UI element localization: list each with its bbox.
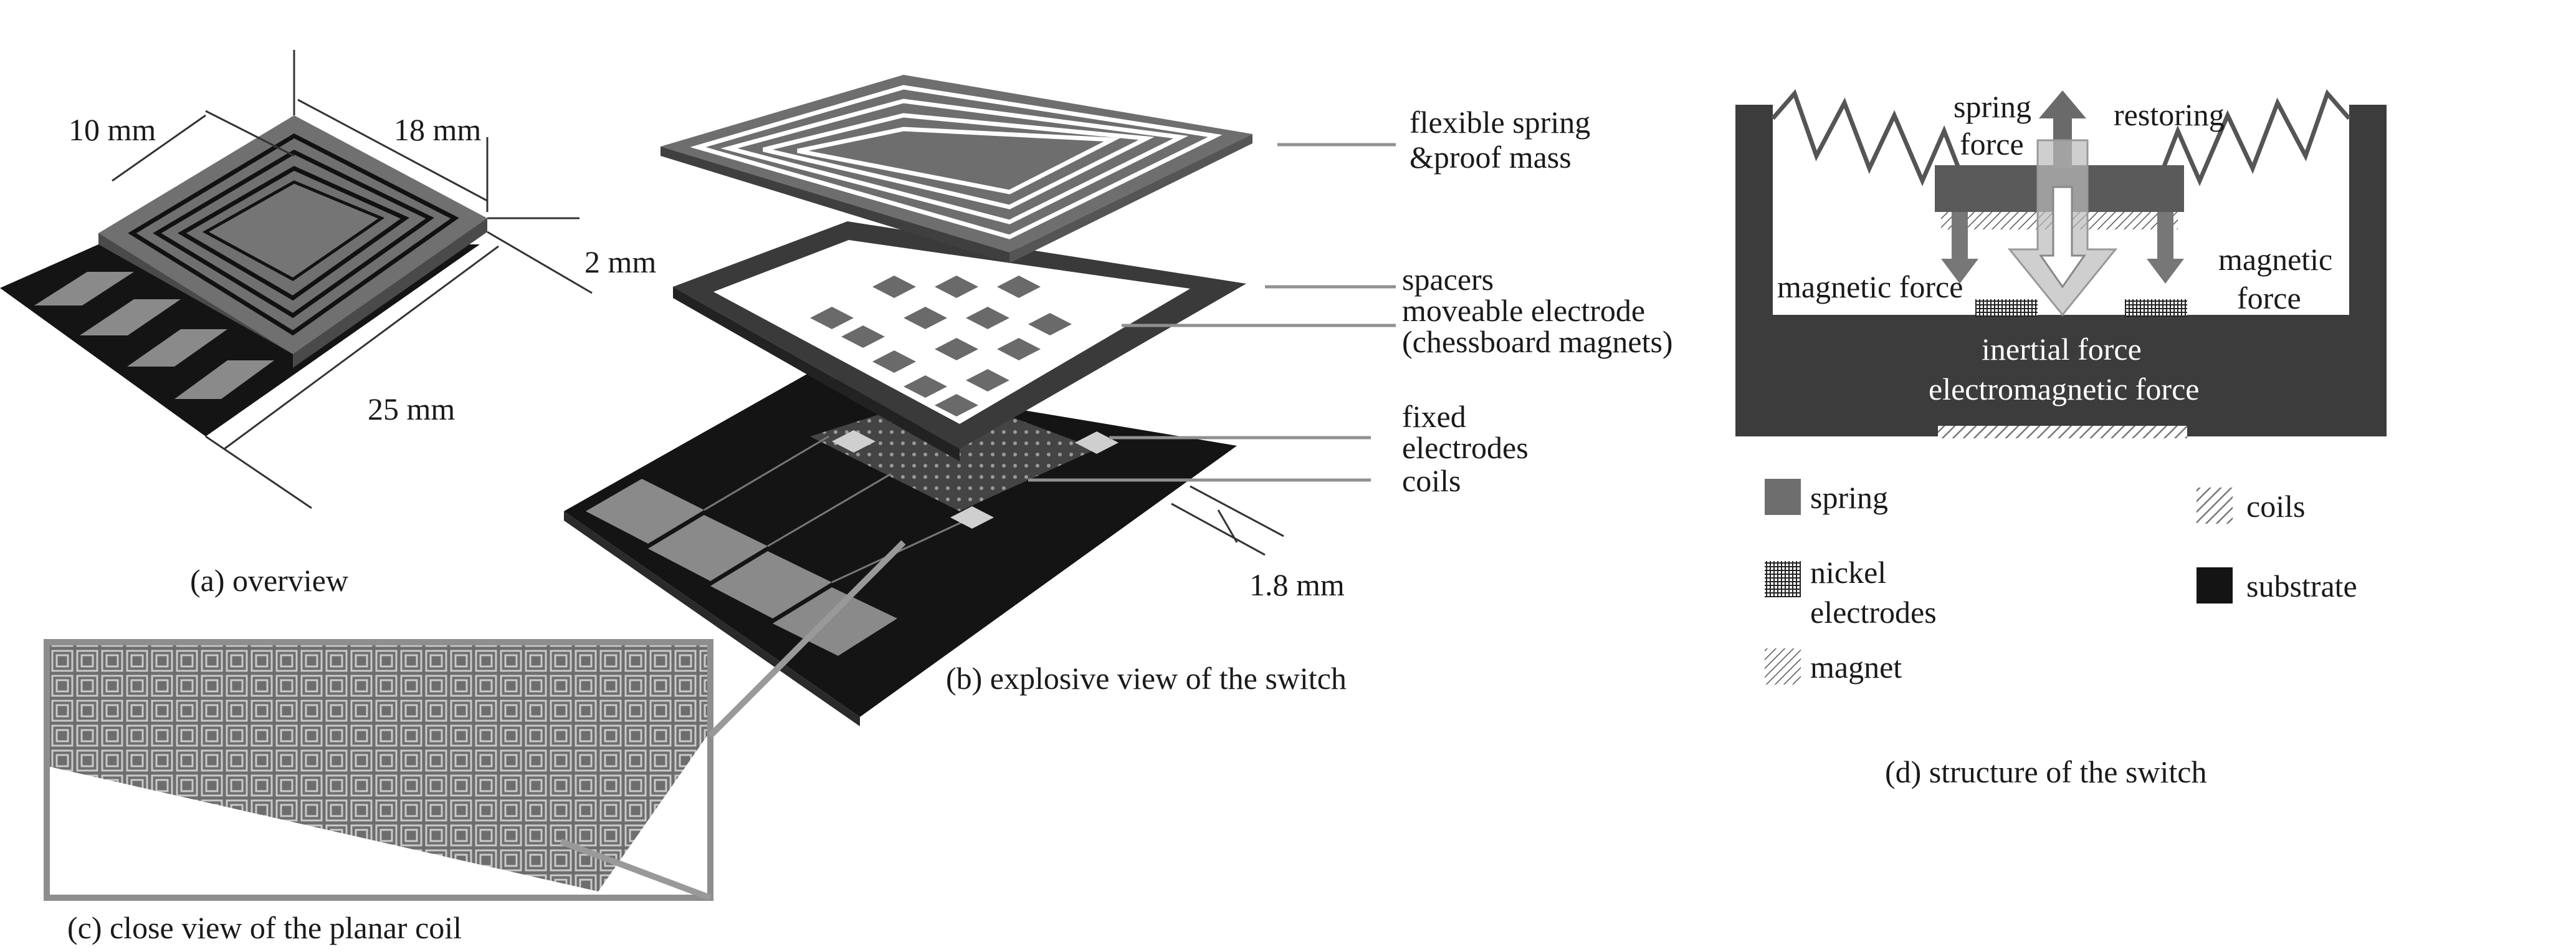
- trace-b1: [704, 435, 829, 511]
- arrow-restoring: [2039, 90, 2086, 168]
- coil-closeup: [50, 645, 707, 892]
- pad-b1: [586, 479, 704, 544]
- spring-slot-2: [720, 99, 1188, 224]
- spring-ring-1: [128, 133, 459, 336]
- trace-b2: [767, 473, 892, 547]
- legend-magnet-swatch: [1765, 648, 1801, 685]
- left-spring: [1771, 89, 1988, 190]
- label-electromagnetic-force: electromagnetic force: [1929, 372, 2200, 406]
- dim-arrow-10mm: [112, 114, 206, 182]
- label-electrodes: electrodes: [1402, 430, 1529, 465]
- caption-d: (d) structure of the switch: [1885, 754, 2207, 789]
- coil-strip: [1938, 426, 2187, 438]
- dim-line-a3: [205, 110, 295, 157]
- pad-a4: [174, 360, 274, 399]
- label-fixed: fixed: [1402, 399, 1466, 434]
- label-chessboard-magnets: (chessboard magnets): [1402, 324, 1673, 359]
- dim-label-25mm: 25 mm: [368, 392, 456, 426]
- arrow-magnetic-right: [2147, 212, 2184, 284]
- substrate-block: [1735, 315, 2387, 436]
- closeup-frame: [44, 639, 713, 901]
- panel-d-structure: [1735, 89, 2387, 685]
- closeup-white-wedge: [50, 767, 598, 892]
- pad-b3: [710, 551, 832, 618]
- dim-arrow-25mm: [224, 245, 499, 450]
- pad-a3: [127, 329, 227, 367]
- arrow-inertial-inner: [2039, 186, 2086, 289]
- legend-magnet-label: magnet: [1810, 650, 1902, 685]
- label-inertial-force: inertial force: [1982, 332, 2142, 367]
- label-proof-mass: &proof mass: [1410, 140, 1572, 175]
- spring-slot-1: [690, 85, 1223, 239]
- right-pillar: [2349, 105, 2387, 317]
- substrate-b-edge: [564, 511, 860, 726]
- dim-line-a4: [205, 435, 312, 509]
- label-coils: coils: [1402, 463, 1461, 498]
- spring-plate-edge: [661, 147, 1009, 263]
- left-pillar: [1735, 105, 1773, 317]
- spring-slot-4: [797, 127, 1121, 195]
- label-restoring: restoring: [2114, 97, 2225, 132]
- dim-arrow-18mm-b: [1217, 509, 1238, 543]
- label-moveable-electrode: moveable electrode: [1402, 293, 1646, 328]
- legend-substrate-swatch: [2197, 567, 2233, 603]
- fixed-electrode-1: [832, 430, 875, 453]
- pad-a2: [80, 299, 181, 335]
- dim-label-2mm: 2 mm: [584, 244, 657, 279]
- pad-b2: [648, 515, 768, 581]
- legend-coils-label: coils: [2246, 489, 2306, 524]
- spring-slot-3: [763, 113, 1155, 209]
- label-magnetic: magnetic: [2218, 242, 2333, 277]
- label-force: force: [2237, 281, 2301, 315]
- dim-label-10mm: 10 mm: [69, 112, 156, 147]
- nickel-electrode-right: [2125, 299, 2187, 317]
- fixed-electrode-2: [1075, 431, 1119, 454]
- legend-spring-label: spring: [1810, 480, 1888, 515]
- spacer-frame-edge: [673, 287, 960, 461]
- label-magnetic-force-left: magnetic force: [1777, 269, 1963, 304]
- legend-coils-swatch: [2197, 488, 2233, 524]
- dim-label-1-8mm: 1.8 mm: [1249, 567, 1345, 602]
- panel-b-explosive-view: [564, 75, 1396, 726]
- chessboard-magnets: [810, 276, 1072, 416]
- legend-substrate-label: substrate: [2246, 569, 2357, 603]
- spring-plate-edge-r: [1009, 134, 1252, 263]
- pad-a1: [34, 272, 134, 305]
- spring-ring-3: [178, 166, 410, 301]
- proof-mass-a: [202, 180, 385, 281]
- label-spacers: spacers: [1402, 262, 1494, 297]
- dim-line-b1: [1171, 502, 1266, 556]
- nickel-electrode-left: [1975, 299, 2038, 317]
- caption-a: (a) overview: [190, 563, 349, 598]
- zoom-line-1: [708, 540, 906, 738]
- legend-spring-swatch: [1765, 479, 1801, 515]
- panel-a-overview: [0, 50, 593, 509]
- legend-nickel-swatch: [1765, 561, 1801, 597]
- caption-c: (c) close view of the planar coil: [67, 910, 462, 945]
- caption-b: (b) explosive view of the switch: [946, 661, 1347, 696]
- dim-line-2mm-b: [487, 231, 593, 294]
- legend-nickel-label: nickel: [1810, 555, 1887, 590]
- fixed-electrode-3: [950, 506, 994, 529]
- zoom-line-2: [560, 839, 712, 901]
- dim-arrow-18mm: [297, 99, 488, 202]
- right-spring: [2130, 89, 2351, 190]
- panel-c-close-view: [44, 540, 906, 901]
- label-spring: spring: [1953, 89, 2031, 124]
- label-flexible-spring: flexible spring: [1410, 105, 1591, 140]
- dim-line-b2: [1190, 485, 1284, 537]
- spring-ring-2: [153, 150, 434, 319]
- legend-electrodes-label: electrodes: [1810, 595, 1937, 630]
- spacer-frame-inner: [713, 240, 1190, 424]
- dim-label-18mm: 18 mm: [394, 112, 482, 147]
- trace-b3: [831, 516, 973, 584]
- arrow-magnetic-left: [1941, 212, 1978, 284]
- label-spring-force: force: [1960, 127, 2024, 161]
